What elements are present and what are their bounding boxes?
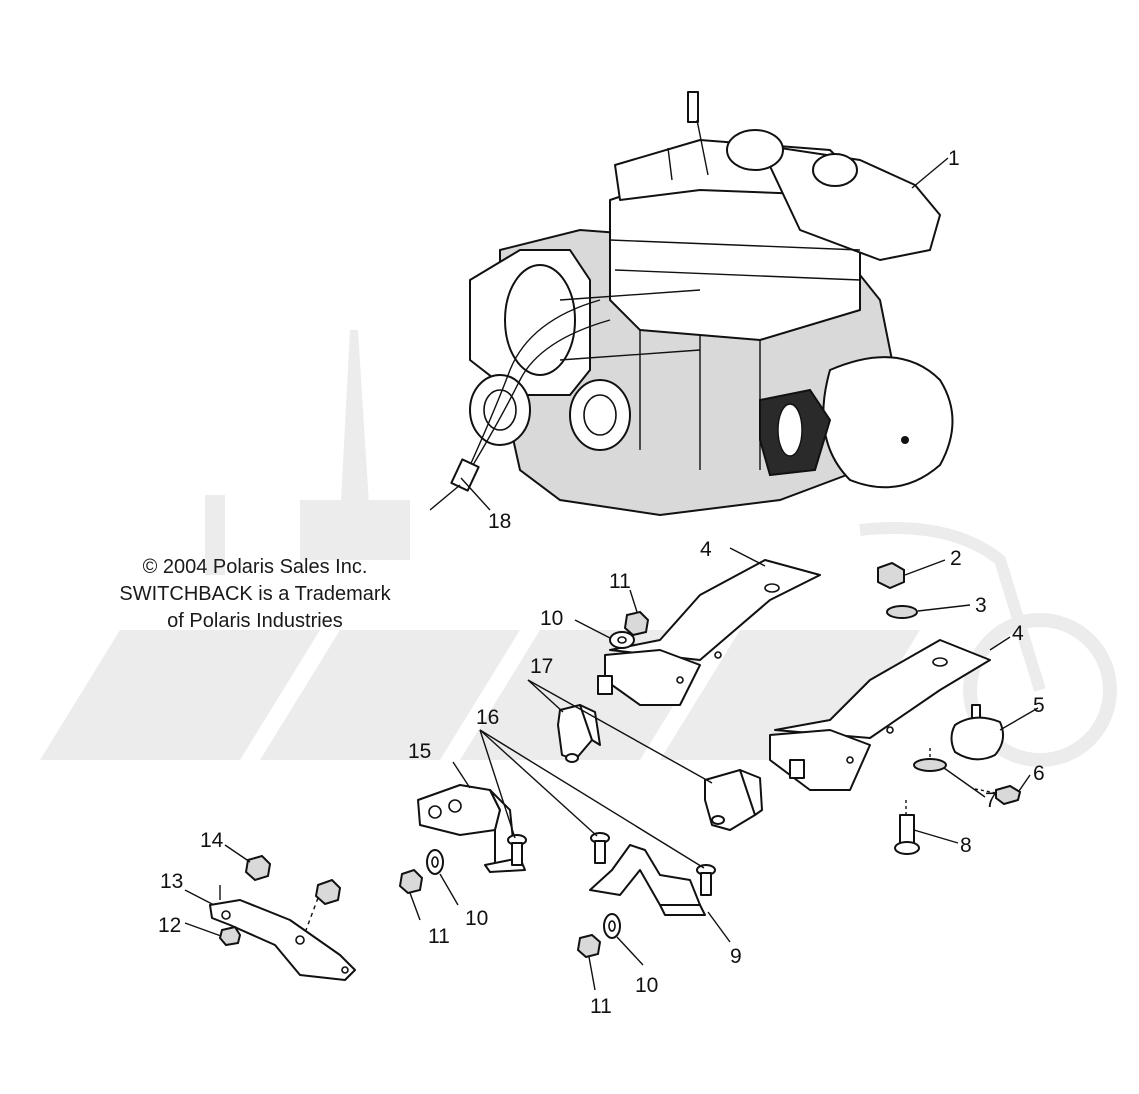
nut-6 <box>974 784 1022 806</box>
callout-7: 7 <box>985 789 997 812</box>
isolator-mount-5 <box>929 704 1005 761</box>
callout-11-bottom: 11 <box>590 995 612 1018</box>
bolt-16b <box>590 832 610 864</box>
nut-2 <box>877 561 905 590</box>
callout-6: 6 <box>1033 762 1045 785</box>
callout-labels: 1 18 4 2 3 4 5 6 7 8 9 10 11 10 11 10 11… <box>158 147 1045 1018</box>
washer-10b <box>426 849 444 875</box>
throttle-cable <box>429 299 611 511</box>
callout-11-top: 11 <box>609 570 631 593</box>
callout-4-upper: 4 <box>700 538 712 561</box>
washer-7 <box>913 758 947 772</box>
callout-17: 17 <box>530 655 553 678</box>
bracket-13 <box>209 885 356 981</box>
nut-14 <box>244 854 272 882</box>
callout-8: 8 <box>960 834 972 857</box>
callout-15: 15 <box>408 740 431 763</box>
nut-11c <box>576 933 602 959</box>
callout-13: 13 <box>160 870 183 893</box>
washer-10c <box>603 913 621 939</box>
washer-10a <box>609 631 635 649</box>
callout-10-bottom: 10 <box>635 974 658 997</box>
callout-3: 3 <box>975 594 987 617</box>
bracket-15 <box>417 784 526 873</box>
nut-11a <box>623 610 650 637</box>
copyright-notice: © 2004 Polaris Sales Inc. SWITCHBACK is … <box>60 554 450 635</box>
damper-17a <box>557 704 601 763</box>
callout-14: 14 <box>200 829 224 852</box>
engine-bracket-lower <box>769 639 991 791</box>
callout-16: 16 <box>476 706 499 729</box>
damper-17b <box>704 769 763 831</box>
copyright-line-1: © 2004 Polaris Sales Inc. <box>142 556 368 578</box>
nut-11b <box>398 868 424 895</box>
callout-9: 9 <box>730 945 742 968</box>
callout-2: 2 <box>950 547 962 570</box>
callout-5: 5 <box>1033 694 1045 717</box>
engine-bracket-upper <box>597 559 821 706</box>
nut-13-stud <box>314 878 342 906</box>
leader-lines <box>184 157 1039 991</box>
bolt-16a <box>507 834 527 866</box>
callout-10-mid: 10 <box>465 907 488 930</box>
callout-18: 18 <box>488 510 511 533</box>
copyright-line-2: SWITCHBACK is a Trademark <box>119 583 391 605</box>
callout-1: 1 <box>948 147 960 170</box>
callout-10-top: 10 <box>540 607 563 630</box>
bolt-16c <box>696 864 716 896</box>
washer-3 <box>886 605 918 619</box>
callout-12: 12 <box>158 914 181 937</box>
bolt-8 <box>894 800 920 855</box>
engine-assembly <box>469 91 954 517</box>
nut-12 <box>218 925 242 947</box>
copyright-line-3: of Polaris Industries <box>167 610 343 632</box>
callout-11-mid: 11 <box>428 925 450 948</box>
callout-4-lower: 4 <box>1012 622 1024 645</box>
bracket-9 <box>589 844 706 916</box>
